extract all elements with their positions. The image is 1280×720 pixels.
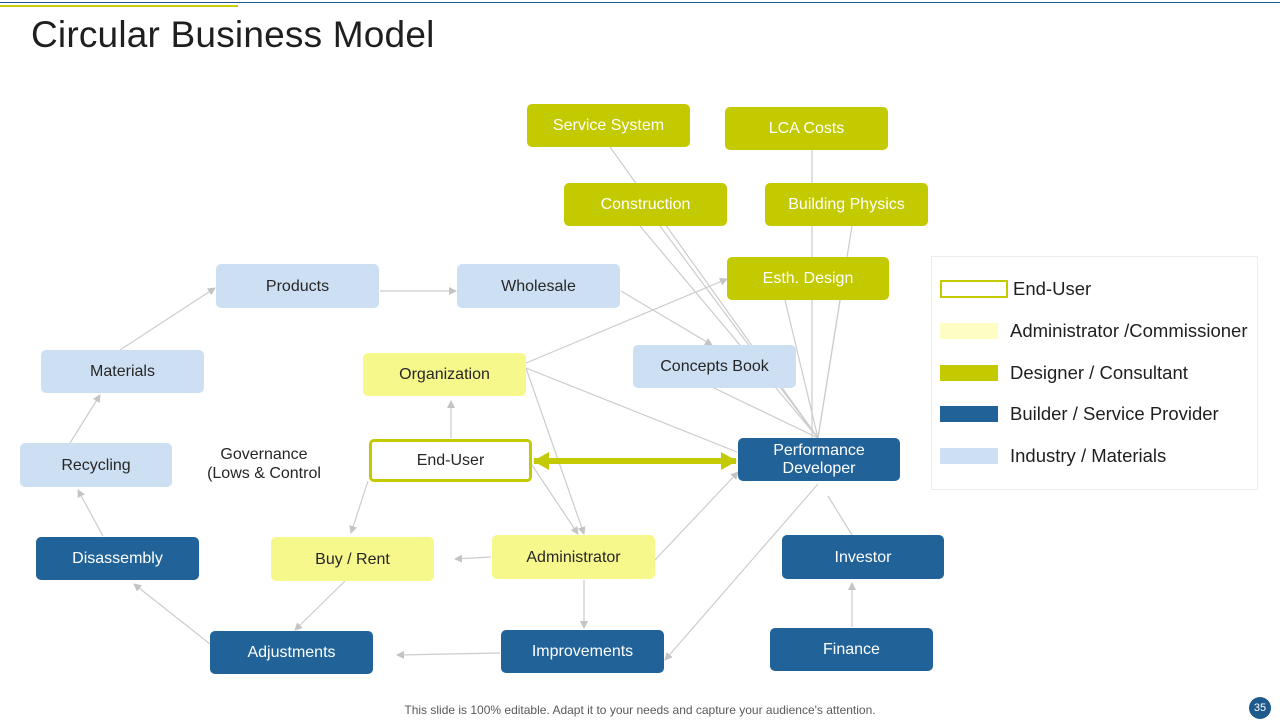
node-materials: Materials [41, 350, 204, 393]
connector-adjustments-disassembly [133, 583, 211, 645]
connector-enduser-administrator [529, 461, 579, 535]
legend-item-industry: Industry / Materials [940, 444, 1166, 468]
legend-label-administrator: Administrator /Commissioner [1010, 320, 1248, 341]
node-esth-design: Esth. Design [727, 257, 889, 300]
page-number-badge: 35 [1249, 697, 1271, 719]
connector-conceptsbook-performance [713, 387, 819, 439]
node-buy-rent: Buy / Rent [271, 537, 434, 581]
node-lca-costs: LCA Costs [725, 107, 888, 150]
legend: End-User Administrator /Commissioner Des… [931, 256, 1258, 490]
legend-item-administrator: Administrator /Commissioner [940, 319, 1247, 343]
connector-investor-performance [827, 495, 853, 536]
legend-label-end-user: End-User [1013, 278, 1092, 299]
legend-swatch-designer [940, 365, 998, 381]
legend-item-end-user: End-User [940, 277, 1091, 301]
connector-construction-performance [639, 225, 819, 439]
legend-swatch-industry [940, 448, 998, 464]
connector-disassembly-recycling [77, 489, 104, 537]
node-improvements: Improvements [501, 630, 664, 673]
legend-label-builder: Builder / Service Provider [1010, 403, 1219, 424]
connector-performance-improvements [664, 483, 819, 661]
node-products: Products [216, 264, 379, 308]
connector-organization-administrator [525, 367, 586, 535]
connector-organization-performance [525, 367, 738, 453]
legend-label-designer: Designer / Consultant [1010, 362, 1188, 383]
connector-administrator-performance [654, 471, 739, 561]
node-end-user: End-User [369, 439, 532, 482]
node-recycling: Recycling [20, 443, 172, 487]
connector-materials-products [119, 287, 216, 351]
node-wholesale: Wholesale [457, 264, 620, 308]
node-finance: Finance [770, 628, 933, 671]
footer-note: This slide is 100% editable. Adapt it to… [404, 703, 876, 717]
legend-item-builder: Builder / Service Provider [940, 402, 1219, 426]
legend-item-designer: Designer / Consultant [940, 361, 1188, 385]
connector-administrator-buyrent [454, 554, 492, 563]
node-organization: Organization [363, 353, 526, 396]
legend-label-industry: Industry / Materials [1010, 445, 1167, 466]
legend-swatch-end-user [940, 280, 1008, 298]
governance-label: Governance (Lows & Control [196, 445, 332, 483]
connector-esthdesign-performance-2 [817, 299, 841, 439]
top-accent-bar [0, 5, 238, 7]
connector-improvements-adjustments [396, 650, 501, 659]
connector-recycling-materials [69, 394, 101, 444]
legend-swatch-administrator [940, 323, 998, 339]
connector-organization-esthdesign [525, 278, 728, 364]
node-adjustments: Adjustments [210, 631, 373, 674]
node-construction: Construction [564, 183, 727, 226]
top-rule [0, 2, 1280, 3]
node-investor: Investor [782, 535, 944, 579]
governance-line-1: Governance [220, 446, 308, 463]
page-title: Circular Business Model [31, 14, 435, 55]
connector-construction-performance-2 [659, 225, 819, 439]
governance-line-2: (Lows & Control [207, 465, 321, 482]
connector-buyrent-adjustments [294, 580, 346, 631]
node-administrator: Administrator [492, 535, 655, 579]
connector-enduser-buyrent [349, 480, 369, 534]
node-performance-developer: Performance Developer [738, 438, 900, 481]
performance-developer-line-1: Performance [773, 441, 865, 459]
performance-developer-line-2: Developer [782, 459, 856, 477]
node-building-physics: Building Physics [765, 183, 928, 226]
node-disassembly: Disassembly [36, 537, 199, 580]
node-concepts-book: Concepts Book [633, 345, 796, 388]
node-service-system: Service System [527, 104, 690, 147]
connector-wholesale-conceptsbook [620, 290, 713, 346]
legend-swatch-builder [940, 406, 998, 422]
connector-esthdesign-performance [784, 299, 819, 439]
